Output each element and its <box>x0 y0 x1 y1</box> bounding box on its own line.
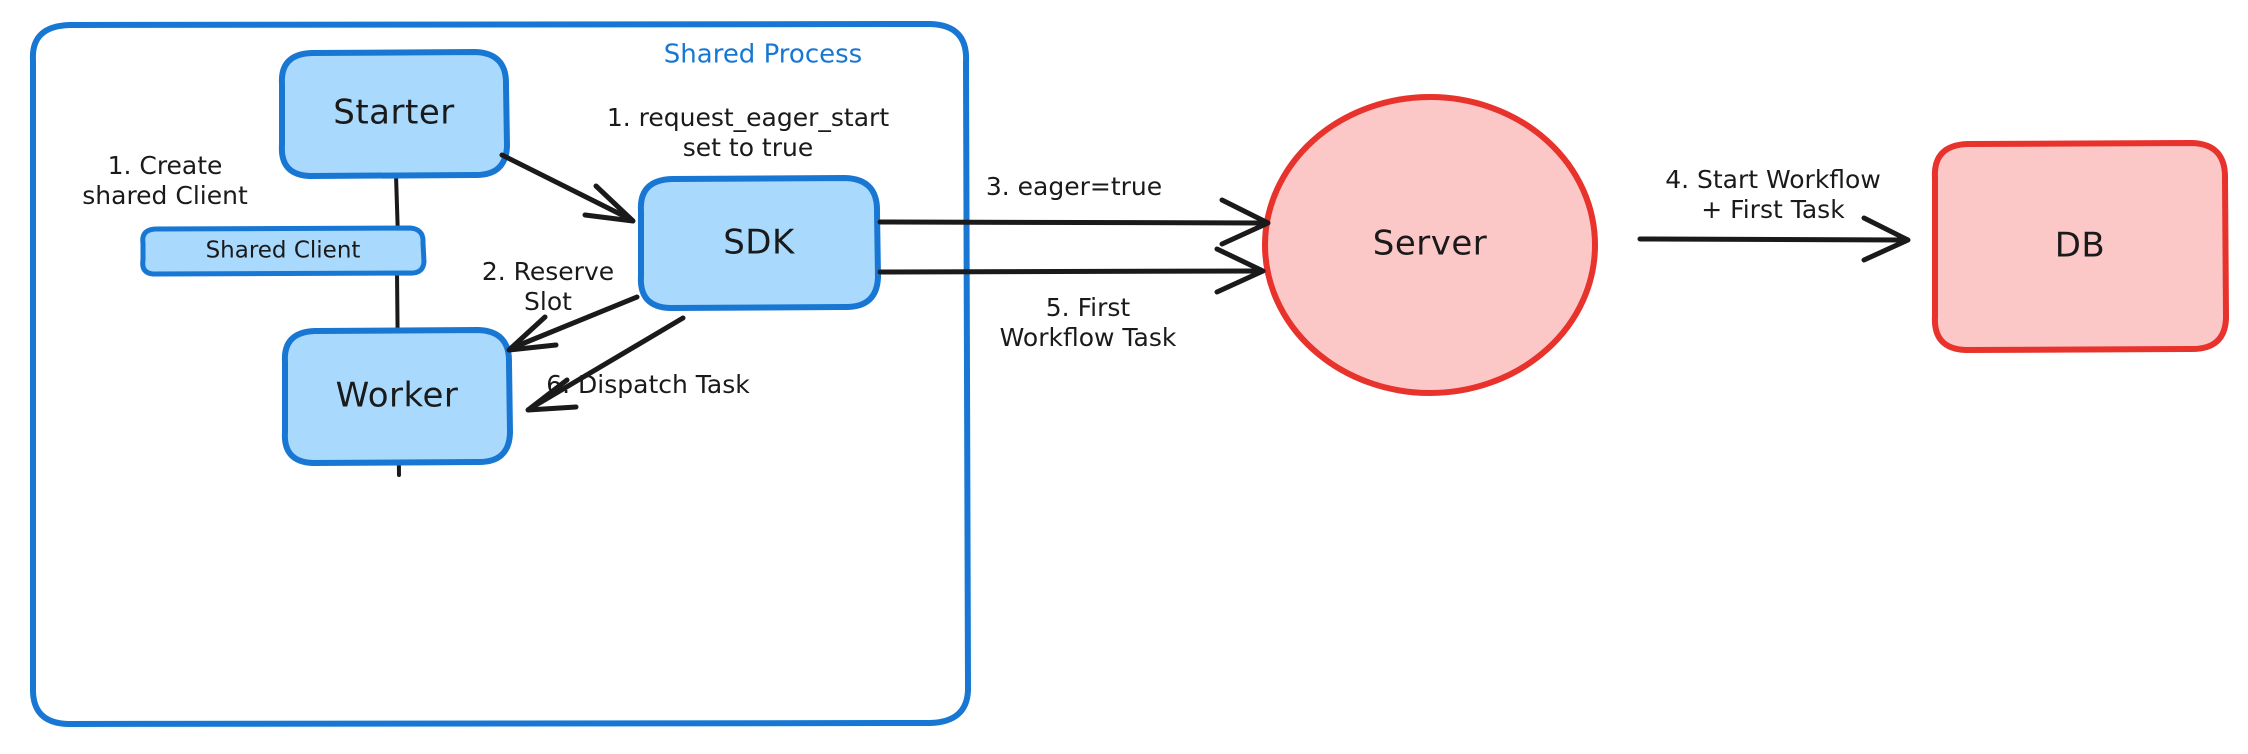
shared-client-label: Shared Client <box>206 238 361 264</box>
edge-sdk-to-server-eager-arrowhead <box>1219 197 1271 247</box>
label-create-shared-client-line1: 1. Create <box>108 151 223 180</box>
edge-sdk-to-server-first-task-arrowhead <box>1214 246 1266 295</box>
label-eager-true: 3. eager=true <box>986 172 1162 201</box>
sdk-node[interactable] <box>637 175 881 311</box>
label-first-workflow-task-line1: 5. First <box>1046 293 1131 322</box>
edge-sdk-to-server-eager <box>877 219 1268 226</box>
edge-starter-to-sdk-arrowhead <box>582 183 636 224</box>
label-dispatch-task: 6. Dispatch Task <box>546 370 750 399</box>
shared-process-title: Shared Process <box>664 40 862 70</box>
label-reserve-slot-line2: Slot <box>524 287 572 316</box>
shared-process-container <box>29 21 971 727</box>
edge-sdk-to-worker-dispatch-arrowhead <box>525 377 579 413</box>
sdk-label: SDK <box>723 223 796 263</box>
edge-server-to-db-arrowhead <box>1861 215 1911 263</box>
server-node[interactable] <box>1262 94 1598 396</box>
label-reserve-slot-line1: 2. Reserve <box>482 257 614 286</box>
worker-node[interactable] <box>281 327 513 466</box>
starter-label: Starter <box>333 93 454 133</box>
db-node[interactable] <box>1931 140 2229 353</box>
edge-starter-to-sdk <box>499 152 633 222</box>
starter-node[interactable] <box>278 49 510 179</box>
label-create-shared-client-line2: shared Client <box>82 181 248 210</box>
edge-server-to-db <box>1637 236 1908 243</box>
shared-client-node[interactable] <box>140 225 427 277</box>
edge-sdk-to-worker-reserve <box>509 294 640 351</box>
label-request-eager-start-line2: set to true <box>683 133 814 162</box>
label-request-eager-start-line1: 1. request_eager_start <box>607 103 889 132</box>
edge-sdk-to-worker-dispatch <box>528 315 686 411</box>
edge-sdk-to-worker-reserve-arrowhead <box>506 314 559 353</box>
label-start-workflow-line2: + First Task <box>1701 195 1845 224</box>
server-label: Server <box>1373 224 1488 264</box>
db-label: DB <box>2055 226 2106 266</box>
label-start-workflow-line1: 4. Start Workflow <box>1665 165 1881 194</box>
worker-label: Worker <box>336 376 459 416</box>
edge-sdk-to-server-first-task <box>877 268 1263 275</box>
label-first-workflow-task-line2: Workflow Task <box>1000 323 1177 352</box>
